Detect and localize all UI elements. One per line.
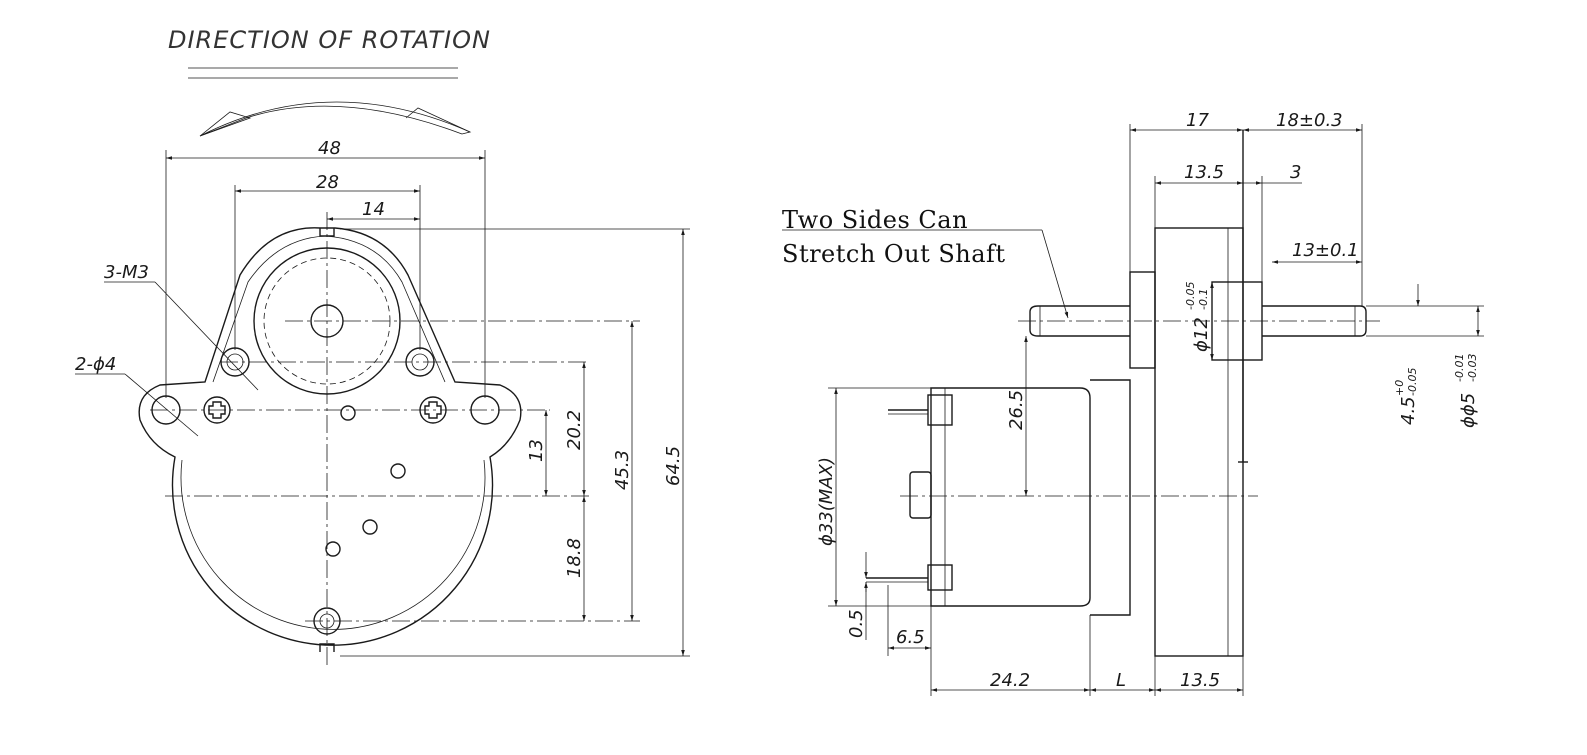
- dim-17: 17: [1186, 110, 1209, 131]
- dim-13: 13: [526, 439, 547, 462]
- tol-12-upper: -0.05: [1184, 282, 1197, 310]
- dim-phi33: ϕ33(MAX): [816, 457, 837, 546]
- label-2-phi4: 2-ϕ4: [75, 354, 116, 375]
- front-view: 48 28 14 3-M3 2-ϕ4 13 20.2 18.8 45.3 64.…: [75, 138, 690, 665]
- dim-26-5: 26.5: [1006, 390, 1027, 430]
- dim-4-5: 4.5: [1398, 396, 1419, 425]
- dim-18-8: 18.8: [564, 538, 585, 578]
- dim-45-3: 45.3: [612, 450, 633, 490]
- tol-4-5-lower: -0.05: [1406, 368, 1419, 396]
- dim-28: 28: [316, 172, 339, 193]
- dim-0-5: 0.5: [846, 609, 867, 638]
- tol-5-upper: -0.01: [1453, 354, 1466, 382]
- label-3-m3: 3-M3: [104, 262, 149, 283]
- note-line1: Two Sides Can: [782, 206, 968, 234]
- dim-13-0-1: 13±0.1: [1292, 240, 1359, 261]
- rotation-arrow-icon: [199, 101, 472, 137]
- dim-20-2: 20.2: [564, 410, 585, 450]
- dim-phi12: ϕ12: [1191, 317, 1212, 352]
- dim-L: L: [1116, 670, 1126, 691]
- side-view: Two Sides Can Stretch Out Shaft: [782, 110, 1484, 696]
- dim-14: 14: [362, 199, 385, 220]
- dim-18: 18±0.3: [1276, 110, 1343, 131]
- dim-phi5: ϕϕ5: [1458, 393, 1479, 428]
- tol-4-5-upper: +0: [1393, 380, 1406, 396]
- dim-6-5: 6.5: [896, 627, 925, 648]
- dim-64-5: 64.5: [663, 446, 684, 486]
- rotation-title: DIRECTION OF ROTATION: [168, 26, 491, 54]
- dim-13-5-bot: 13.5: [1180, 670, 1220, 691]
- dim-3: 3: [1290, 162, 1301, 183]
- note-line2: Stretch Out Shaft: [782, 240, 1006, 268]
- tol-12-lower: -0.1: [1197, 289, 1210, 310]
- dim-24-2: 24.2: [990, 670, 1030, 691]
- dim-48: 48: [318, 138, 341, 159]
- tol-5-lower: -0.03: [1466, 354, 1479, 382]
- dim-13-5-top: 13.5: [1184, 162, 1224, 183]
